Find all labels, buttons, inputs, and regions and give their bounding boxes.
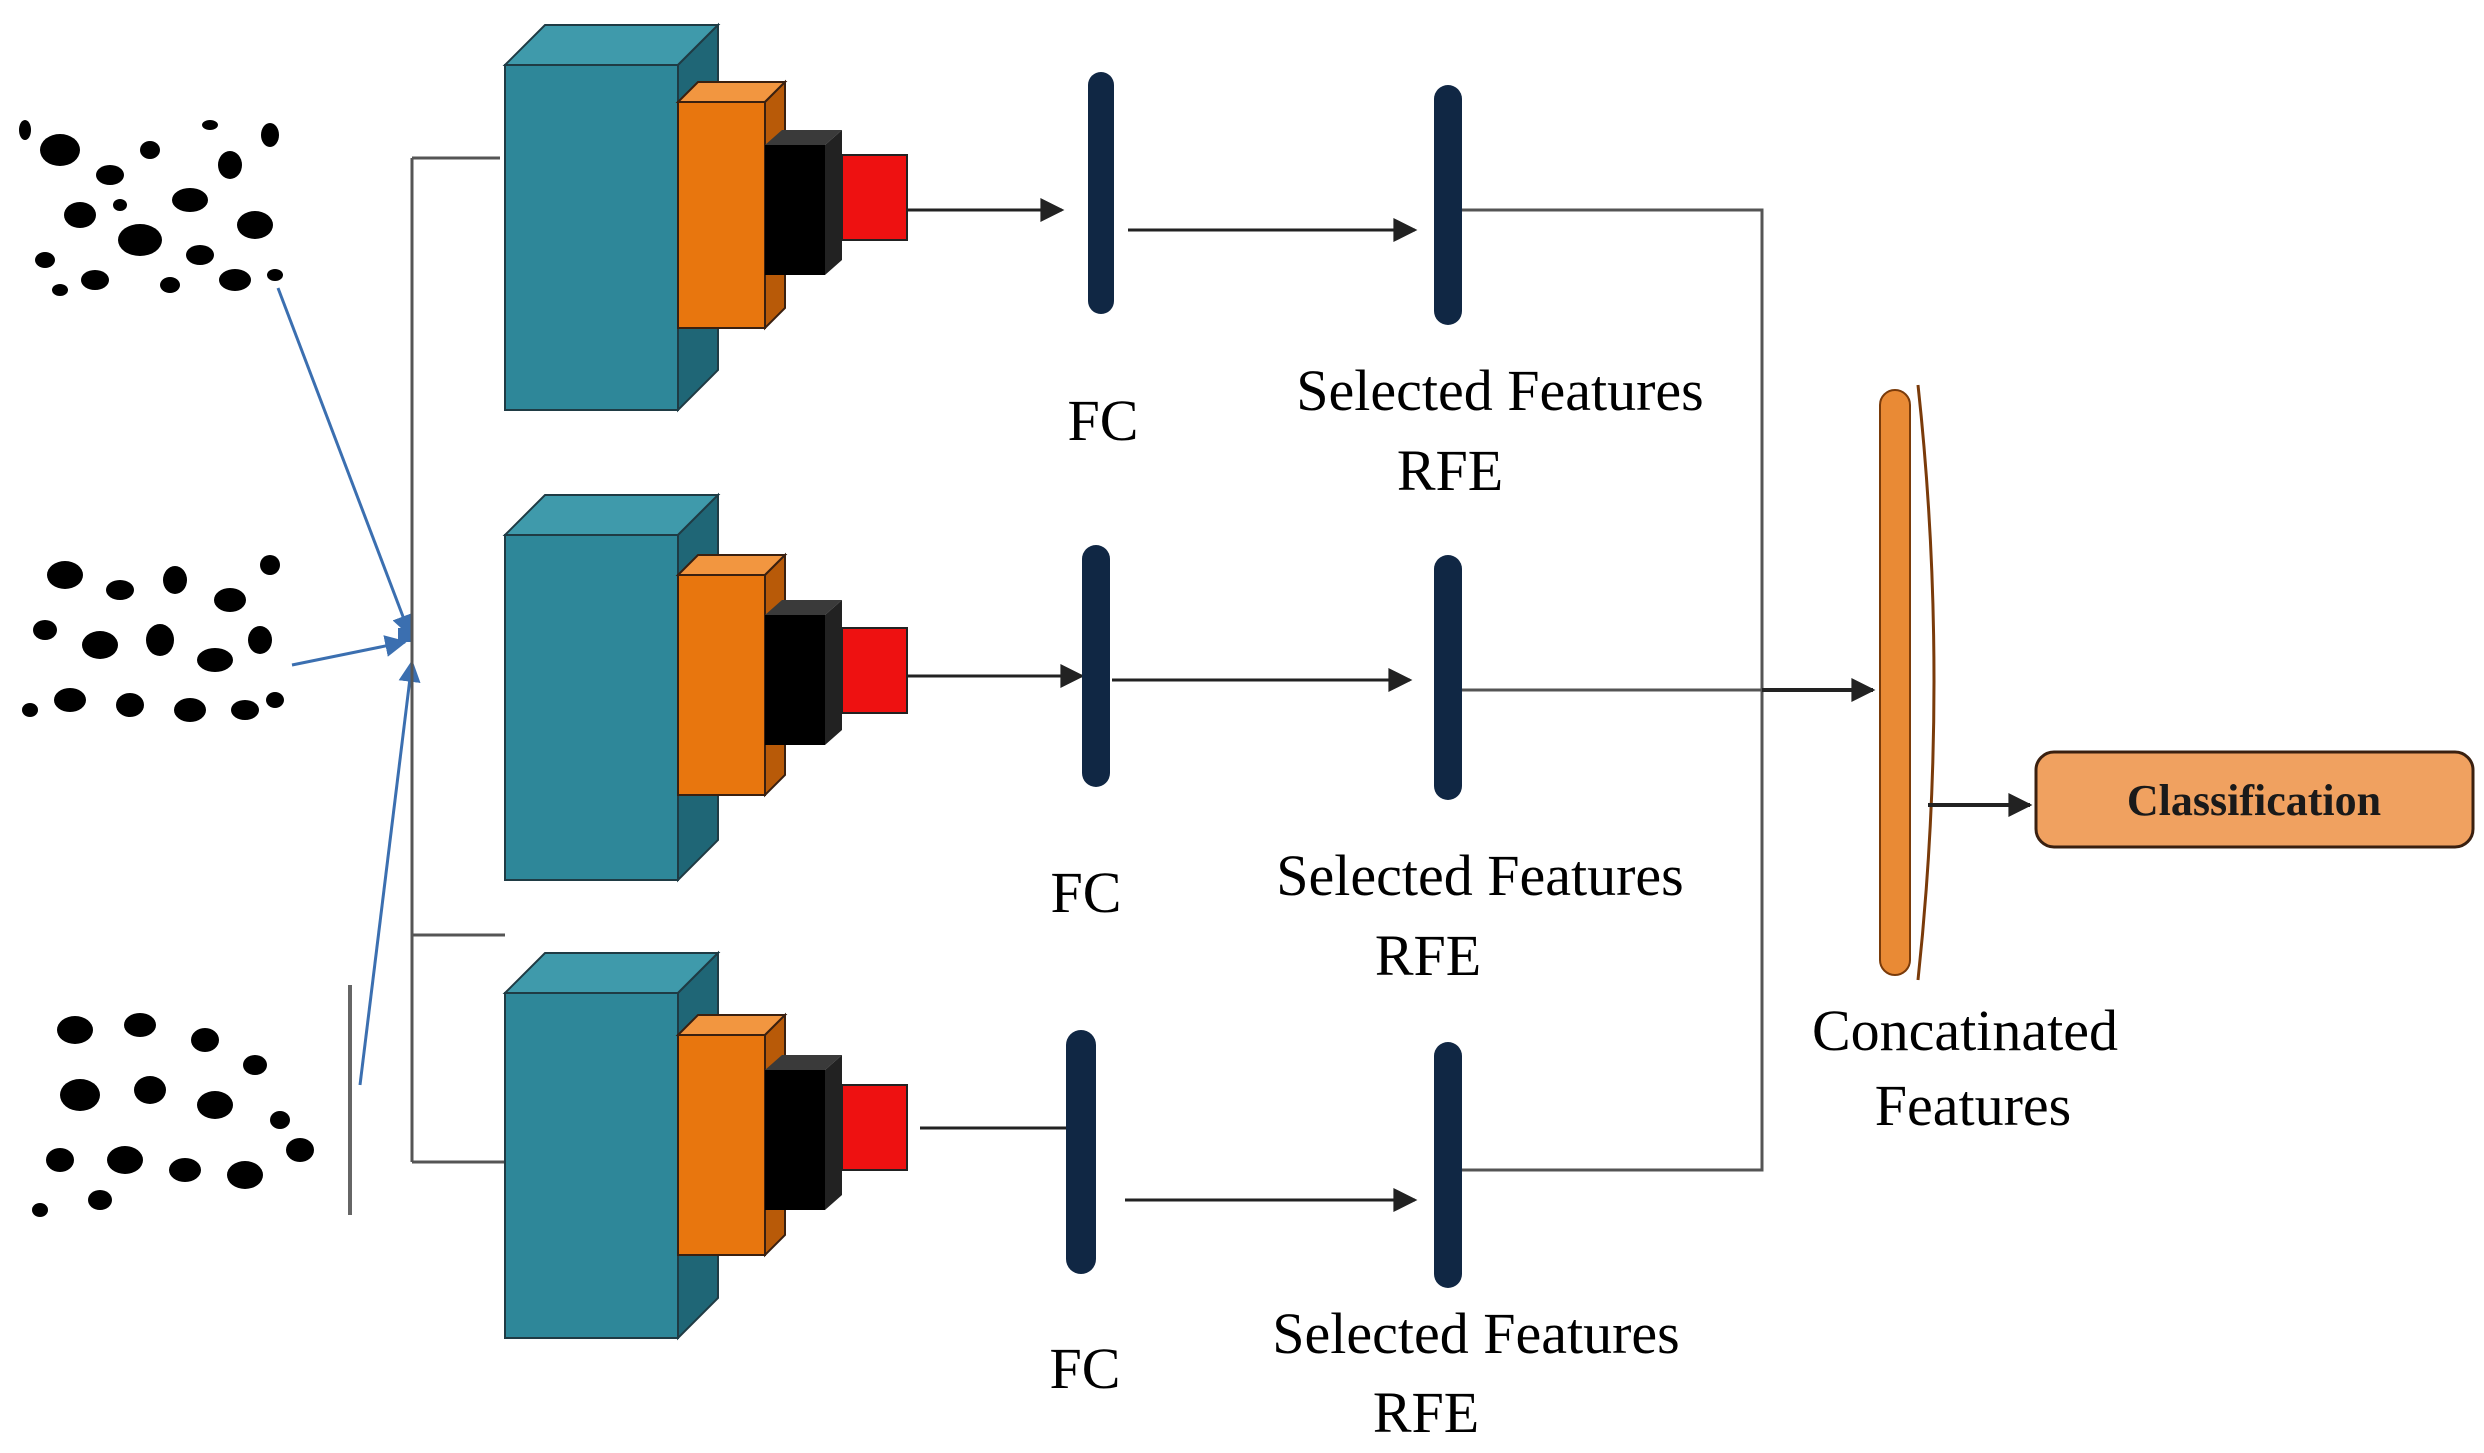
input-image-2 <box>22 555 284 722</box>
input-image-3 <box>32 1013 314 1217</box>
rfe-label: RFE <box>1375 923 1481 988</box>
fc-layer <box>1066 1030 1096 1274</box>
input-arrows <box>276 287 421 1086</box>
fc-label: FC <box>1068 388 1139 453</box>
branch-3: FC Selected Features RFE <box>502 950 1680 1445</box>
output-block <box>841 1084 908 1171</box>
fc-layer <box>1082 545 1110 787</box>
activation-block <box>765 130 842 275</box>
concat-label-line1: Concatinated <box>1812 998 2118 1063</box>
output-block <box>841 627 908 714</box>
concatenated-features-layer <box>1879 384 1936 981</box>
rfe-layer <box>1434 555 1462 800</box>
classification-label: Classification <box>2127 776 2381 825</box>
activation-block <box>765 1055 842 1210</box>
classification-box: Classification <box>2034 750 2475 849</box>
branch-1: FC Selected Features RFE <box>502 22 1704 503</box>
concat-label-line2: Features <box>1875 1073 2072 1138</box>
rfe-layer <box>1434 1042 1462 1288</box>
merge-point <box>398 628 412 642</box>
rfe-label: RFE <box>1373 1380 1479 1445</box>
selected-features-label: Selected Features <box>1272 1301 1679 1366</box>
distribution-bus <box>410 156 505 1164</box>
selected-features-label: Selected Features <box>1296 358 1703 423</box>
branch-2: FC Selected Features RFE <box>502 492 1684 988</box>
fc-layer <box>1088 72 1114 314</box>
selected-features-label: Selected Features <box>1276 843 1683 908</box>
input-image-1 <box>19 120 283 296</box>
fc-label: FC <box>1051 860 1122 925</box>
merge-lines <box>1462 208 1764 1172</box>
rfe-layer <box>1434 85 1462 325</box>
activation-block <box>765 600 842 745</box>
fc-label: FC <box>1050 1336 1121 1401</box>
output-block <box>841 154 908 241</box>
rfe-label: RFE <box>1397 438 1503 503</box>
